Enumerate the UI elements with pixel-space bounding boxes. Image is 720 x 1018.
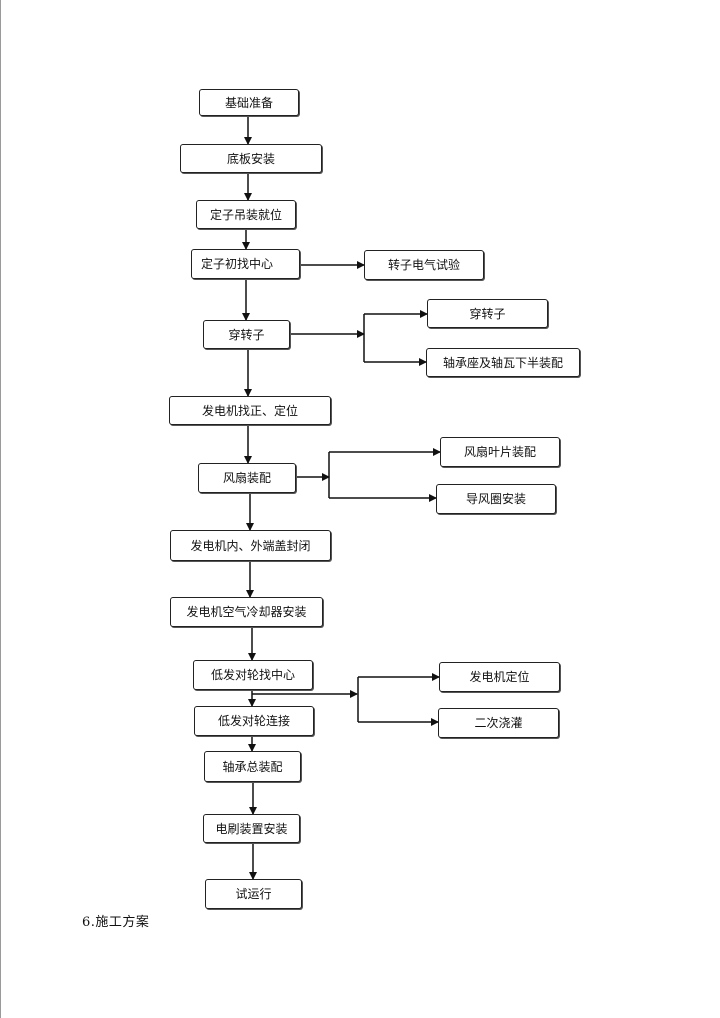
box-shuazhuang: 电刷装置安装	[203, 814, 300, 843]
box-daofeng: 导风圈安装	[436, 484, 556, 514]
box-zhoucheng-zuo: 轴承座及轴瓦下半装配	[426, 348, 580, 377]
box-erci: 二次浇灌	[438, 708, 559, 738]
box-diban: 底板安装	[180, 144, 322, 173]
box-zhoucheng-zong: 轴承总装配	[204, 751, 301, 782]
box-difa-zhaozhong: 低发对轮找中心	[193, 660, 313, 690]
page-left-border	[0, 0, 1, 1018]
box-difa-lianjie: 低发对轮连接	[194, 706, 314, 736]
box-zhuanzi-shiyan: 转子电气试验	[364, 250, 484, 280]
box-fengshan: 风扇装配	[198, 463, 296, 493]
box-jichu: 基础准备	[199, 89, 299, 116]
section-heading: 6.施工方案	[82, 915, 150, 930]
box-dingzi-zhaozhong: 定子初找中心	[191, 249, 300, 279]
box-dingzi-diaozhuang: 定子吊装就位	[196, 200, 296, 229]
box-shiyunxing: 试运行	[205, 879, 302, 909]
box-chuan-zhuanzi: 穿转子	[203, 320, 290, 349]
box-chuan-zhuanzi-branch: 穿转子	[427, 299, 548, 328]
box-duangai: 发电机内、外端盖封闭	[170, 530, 331, 561]
box-fadianji-zhaozheng: 发电机找正、定位	[169, 396, 331, 425]
box-yepian: 风扇叶片装配	[440, 437, 560, 467]
box-lengque: 发电机空气冷却器安装	[170, 597, 323, 627]
box-dingwei: 发电机定位	[439, 662, 560, 692]
